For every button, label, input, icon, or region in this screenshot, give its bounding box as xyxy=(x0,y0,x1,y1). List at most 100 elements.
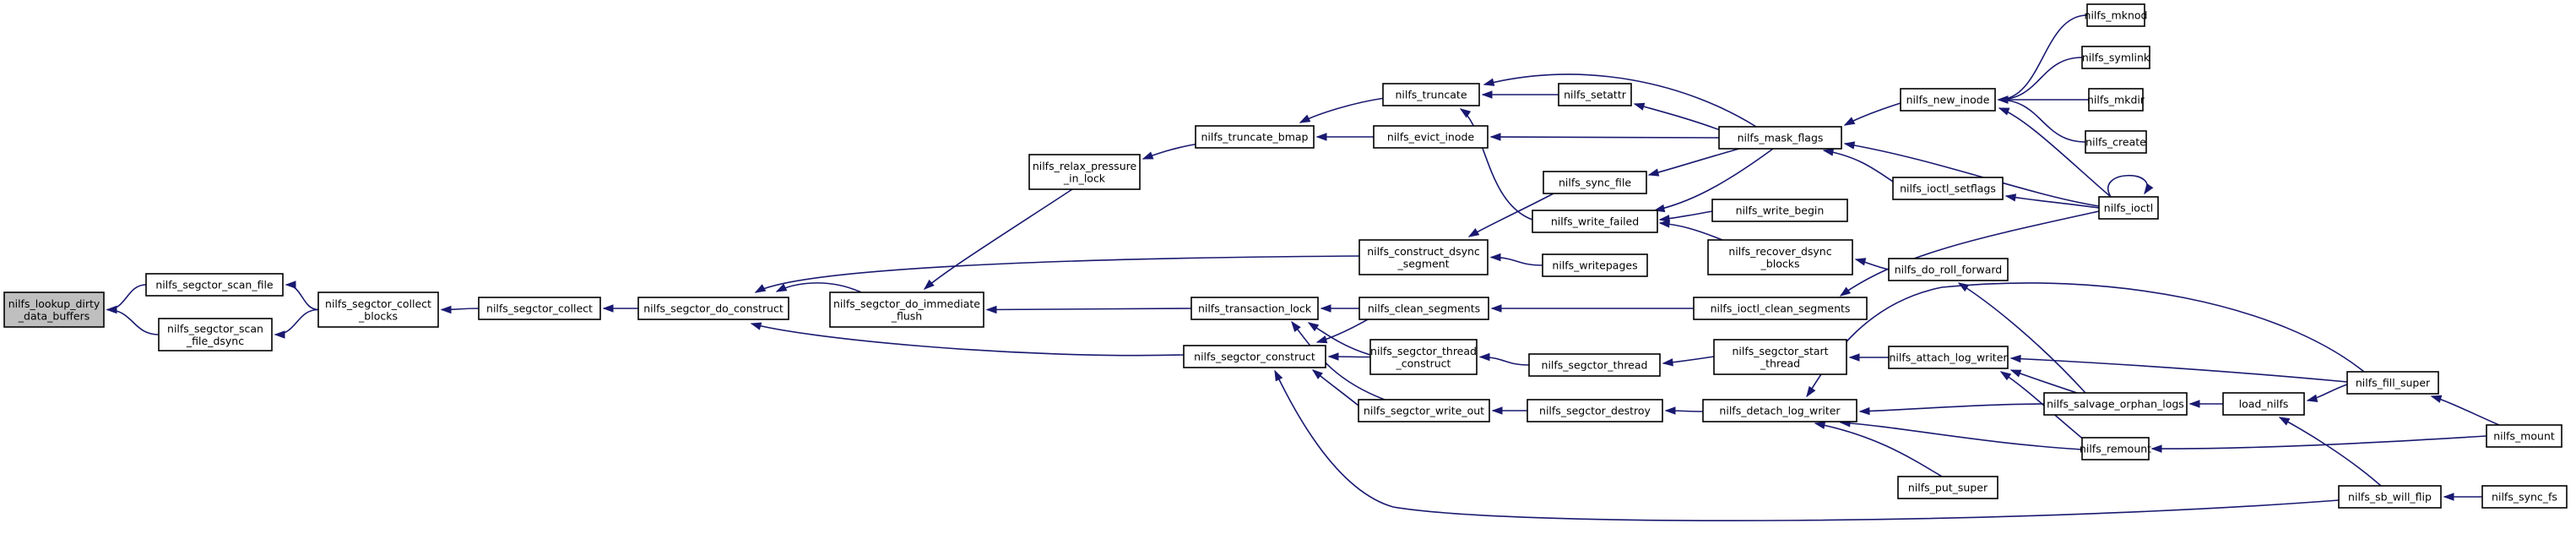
node-segctor-thread[interactable]: nilfs_segctor_thread xyxy=(1528,353,1661,377)
node-put-super[interactable]: nilfs_put_super xyxy=(1897,476,1998,499)
node-recover-dsync[interactable]: nilfs_recover_dsync_blocks xyxy=(1707,239,1853,275)
node-do-construct[interactable]: nilfs_segctor_do_construct xyxy=(637,297,789,320)
node-do-roll-forward[interactable]: nilfs_do_roll_forward xyxy=(1888,258,2009,281)
node-sb-will-flip[interactable]: nilfs_sb_will_flip xyxy=(2338,485,2442,509)
node-label: _blocks xyxy=(358,309,398,322)
node-segctor-start-thread[interactable]: nilfs_segctor_start_thread xyxy=(1713,339,1847,375)
node-transaction-lock[interactable]: nilfs_transaction_lock xyxy=(1190,297,1319,320)
node-label: nilfs_clean_segments xyxy=(1368,302,1480,315)
node-box xyxy=(1532,210,1658,233)
edge-collect-blocks-to-scan-file xyxy=(285,281,319,311)
node-mount[interactable]: nilfs_mount xyxy=(2486,424,2562,448)
arrowhead xyxy=(1311,369,1323,379)
edge-mask-flags-to-setattr xyxy=(1633,102,1723,132)
node-truncate-bmap[interactable]: nilfs_truncate_bmap xyxy=(1195,125,1315,149)
edge-segctor-construct-to-do-construct xyxy=(750,322,1185,357)
node-ioctl-clean-segments[interactable]: nilfs_ioctl_clean_segments xyxy=(1693,297,1868,320)
node-label: _thread xyxy=(1760,357,1800,369)
node-label: nilfs_mkdir xyxy=(2087,94,2145,106)
arrowhead xyxy=(1664,406,1676,415)
edge-relax-pressure-to-do-immediate-flush xyxy=(923,188,1073,290)
node-label: _flush xyxy=(891,309,922,322)
edge-ioctl-to-ioctl xyxy=(2107,174,2154,198)
node-sync-fs[interactable]: nilfs_sync_fs xyxy=(2481,485,2568,509)
node-new-inode[interactable]: nilfs_new_inode xyxy=(1900,88,1996,112)
node-box xyxy=(2043,392,2188,416)
node-salvage-orphan-logs[interactable]: nilfs_salvage_orphan_logs xyxy=(2043,392,2188,416)
edge-remount-to-detach-log-writer xyxy=(1839,419,2083,450)
edge-recover-dsync-to-write-failed xyxy=(1658,220,1723,241)
node-label: nilfs_sync_file xyxy=(1559,177,1631,189)
arrowhead xyxy=(440,305,452,314)
node-create[interactable]: nilfs_create xyxy=(2085,130,2147,154)
node-mkdir[interactable]: nilfs_mkdir xyxy=(2087,88,2145,112)
node-mknod[interactable]: nilfs_mknod xyxy=(2085,3,2148,27)
node-box xyxy=(1693,297,1868,320)
arrowhead xyxy=(1491,406,1503,415)
node-construct-dsync[interactable]: nilfs_construct_dsync_segment xyxy=(1359,239,1489,275)
call-edges xyxy=(106,14,2500,521)
arrowhead xyxy=(1839,286,1852,297)
node-evict-inode[interactable]: nilfs_evict_inode xyxy=(1373,125,1489,149)
node-remount[interactable]: nilfs_remount xyxy=(2080,437,2151,460)
node-setattr[interactable]: nilfs_setattr xyxy=(1558,83,1632,106)
node-do-immediate-flush[interactable]: nilfs_segctor_do_immediate_flush xyxy=(829,292,984,328)
node-label: _file_dsync xyxy=(186,335,244,347)
arrowhead xyxy=(602,304,614,313)
node-write-begin[interactable]: nilfs_write_begin xyxy=(1711,199,1848,222)
node-sync-file[interactable]: nilfs_sync_file xyxy=(1543,171,1647,194)
node-box xyxy=(2098,196,2159,220)
node-collect-blocks[interactable]: nilfs_segctor_collect_blocks xyxy=(317,292,439,328)
edge-sync-fs-to-sb-will-flip xyxy=(2443,493,2483,501)
edge-line xyxy=(986,308,1192,311)
node-box xyxy=(1359,297,1489,320)
node-label: nilfs_ioctl_clean_segments xyxy=(1711,302,1851,315)
node-collect[interactable]: nilfs_segctor_collect xyxy=(478,297,601,320)
node-box xyxy=(1888,346,2009,369)
node-symlink[interactable]: nilfs_symlink xyxy=(2081,46,2150,69)
edge-salvage-orphan-logs-to-attach-log-writer xyxy=(2009,369,2078,394)
node-fill-super[interactable]: nilfs_fill_super xyxy=(2346,371,2439,395)
edge-mask-flags-to-truncate xyxy=(1483,74,1757,128)
edge-detach-log-writer-to-segctor-destroy xyxy=(1664,406,1704,415)
edge-ioctl-to-ioctl-setflags xyxy=(2004,193,2100,209)
edge-evict-inode-to-truncate-bmap xyxy=(1315,133,1374,141)
edge-setattr-to-truncate xyxy=(1481,90,1559,99)
node-box xyxy=(637,297,789,320)
edge-symlink-to-new-inode xyxy=(1997,57,2083,104)
edge-ioctl-to-new-inode xyxy=(1998,107,2112,198)
node-ioctl[interactable]: nilfs_ioctl xyxy=(2098,196,2159,220)
node-segctor-destroy[interactable]: nilfs_segctor_destroy xyxy=(1527,399,1663,422)
arrowhead xyxy=(1814,421,1826,429)
node-writepages[interactable]: nilfs_writepages xyxy=(1542,253,1648,277)
node-relax-pressure[interactable]: nilfs_relax_pressure_in_lock xyxy=(1028,154,1141,190)
node-box xyxy=(1542,253,1648,277)
node-label: nilfs_salvage_orphan_logs xyxy=(2047,398,2184,411)
node-box xyxy=(158,318,273,351)
node-scan-file[interactable]: nilfs_segctor_scan_file xyxy=(145,273,284,297)
node-box xyxy=(1358,399,1490,422)
node-write-out[interactable]: nilfs_segctor_write_out xyxy=(1358,399,1490,422)
node-write-failed[interactable]: nilfs_write_failed xyxy=(1532,210,1658,233)
node-scan-file-dsync[interactable]: nilfs_segctor_scan_file_dsync xyxy=(158,318,273,351)
node-label: nilfs_sb_will_flip xyxy=(2348,491,2432,504)
edge-create-to-new-inode xyxy=(1997,95,2086,143)
node-box xyxy=(1373,125,1489,149)
node-thread-construct[interactable]: nilfs_segctor_thread_construct xyxy=(1369,339,1478,375)
node-ioctl-setflags[interactable]: nilfs_ioctl_setflags xyxy=(1892,177,2004,200)
node-truncate[interactable]: nilfs_truncate xyxy=(1382,83,1480,106)
node-mask-flags[interactable]: nilfs_mask_flags xyxy=(1718,126,1842,150)
node-attach-log-writer[interactable]: nilfs_attach_log_writer xyxy=(1888,346,2009,369)
node-box xyxy=(1713,339,1847,375)
node-detach-log-writer[interactable]: nilfs_detach_log_writer xyxy=(1702,399,1857,422)
node-label: _segment xyxy=(1396,257,1449,270)
node-segctor-construct[interactable]: nilfs_segctor_construct xyxy=(1183,345,1326,368)
arrowhead xyxy=(1999,371,2012,381)
node-clean-segments[interactable]: nilfs_clean_segments xyxy=(1359,297,1489,320)
node-lookup[interactable]: nilfs_lookup_dirty_data_buffers xyxy=(3,292,105,328)
node-load-nilfs[interactable]: load_nilfs xyxy=(2222,392,2305,416)
edge-new-inode-to-mask-flags xyxy=(1843,102,1901,126)
arrowhead xyxy=(754,284,767,293)
edge-line xyxy=(274,308,319,335)
edge-line xyxy=(1840,210,2100,297)
